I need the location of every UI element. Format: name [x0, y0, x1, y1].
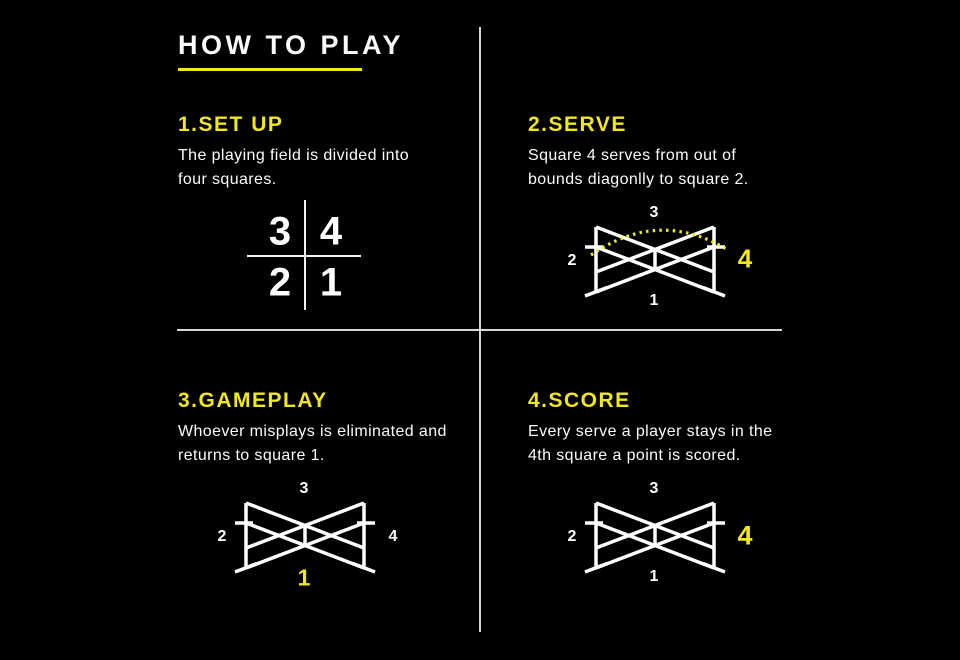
court-label-3: 3 [649, 480, 659, 497]
court-label-1-highlighted: 1 [297, 564, 311, 591]
section-gameplay-body-line1: Whoever misplays is eliminated and [178, 423, 447, 440]
setup-grid-diagram: 3 4 2 1 [240, 195, 370, 315]
court-label-3: 3 [299, 480, 309, 497]
court-label-2: 2 [567, 252, 577, 269]
title-block: HOW TO PLAY [178, 30, 404, 71]
section-setup-body: The playing field is divided into four s… [178, 144, 409, 192]
section-serve-body-line2: bounds diagonlly to square 2. [528, 171, 749, 188]
court-label-2: 2 [567, 528, 577, 545]
court-label-4-highlighted: 4 [737, 243, 753, 274]
section-score-heading: 4.SCORE [528, 389, 631, 412]
isometric-court-drawing [234, 501, 376, 574]
divider-horizontal [177, 329, 782, 331]
grid-horizontal-line [247, 255, 361, 257]
court-label-4-highlighted: 4 [737, 520, 753, 551]
section-score-body: Every serve a player stays in the 4th sq… [528, 420, 772, 468]
section-gameplay-body: Whoever misplays is eliminated and retur… [178, 420, 447, 468]
page-title: HOW TO PLAY [178, 30, 405, 60]
court-label-2: 2 [217, 528, 227, 545]
serve-court-diagram: 3 2 4 1 [555, 198, 755, 310]
grid-square-3: 3 [268, 209, 292, 254]
isometric-court-drawing [584, 225, 729, 298]
section-setup-body-line1: The playing field is divided into [178, 147, 410, 164]
section-serve-body-line1: Square 4 serves from out of [528, 147, 737, 164]
section-gameplay-body-line2: returns to square 1. [178, 447, 325, 464]
grid-square-1: 1 [319, 260, 343, 305]
grid-square-4: 4 [319, 209, 343, 254]
serve-trajectory-arc [590, 228, 729, 257]
score-court-diagram: 3 2 4 1 [555, 474, 755, 586]
court-label-1: 1 [649, 568, 659, 585]
section-setup-body-line2: four squares. [178, 171, 277, 188]
isometric-court-drawing [584, 501, 726, 574]
court-label-4: 4 [388, 528, 398, 545]
section-setup-heading: 1.SET UP [178, 113, 284, 136]
gameplay-court-diagram: 3 2 4 1 [205, 474, 405, 591]
section-serve-heading: 2.SERVE [528, 113, 627, 136]
grid-square-2: 2 [268, 260, 292, 305]
section-serve-body: Square 4 serves from out of bounds diago… [528, 144, 749, 192]
section-score-body-line2: 4th square a point is scored. [528, 447, 741, 464]
section-score-body-line1: Every serve a player stays in the [528, 423, 773, 440]
court-label-3: 3 [649, 204, 659, 221]
court-label-1: 1 [649, 292, 659, 309]
title-underline [178, 68, 362, 71]
section-gameplay-heading: 3.GAMEPLAY [178, 389, 328, 412]
